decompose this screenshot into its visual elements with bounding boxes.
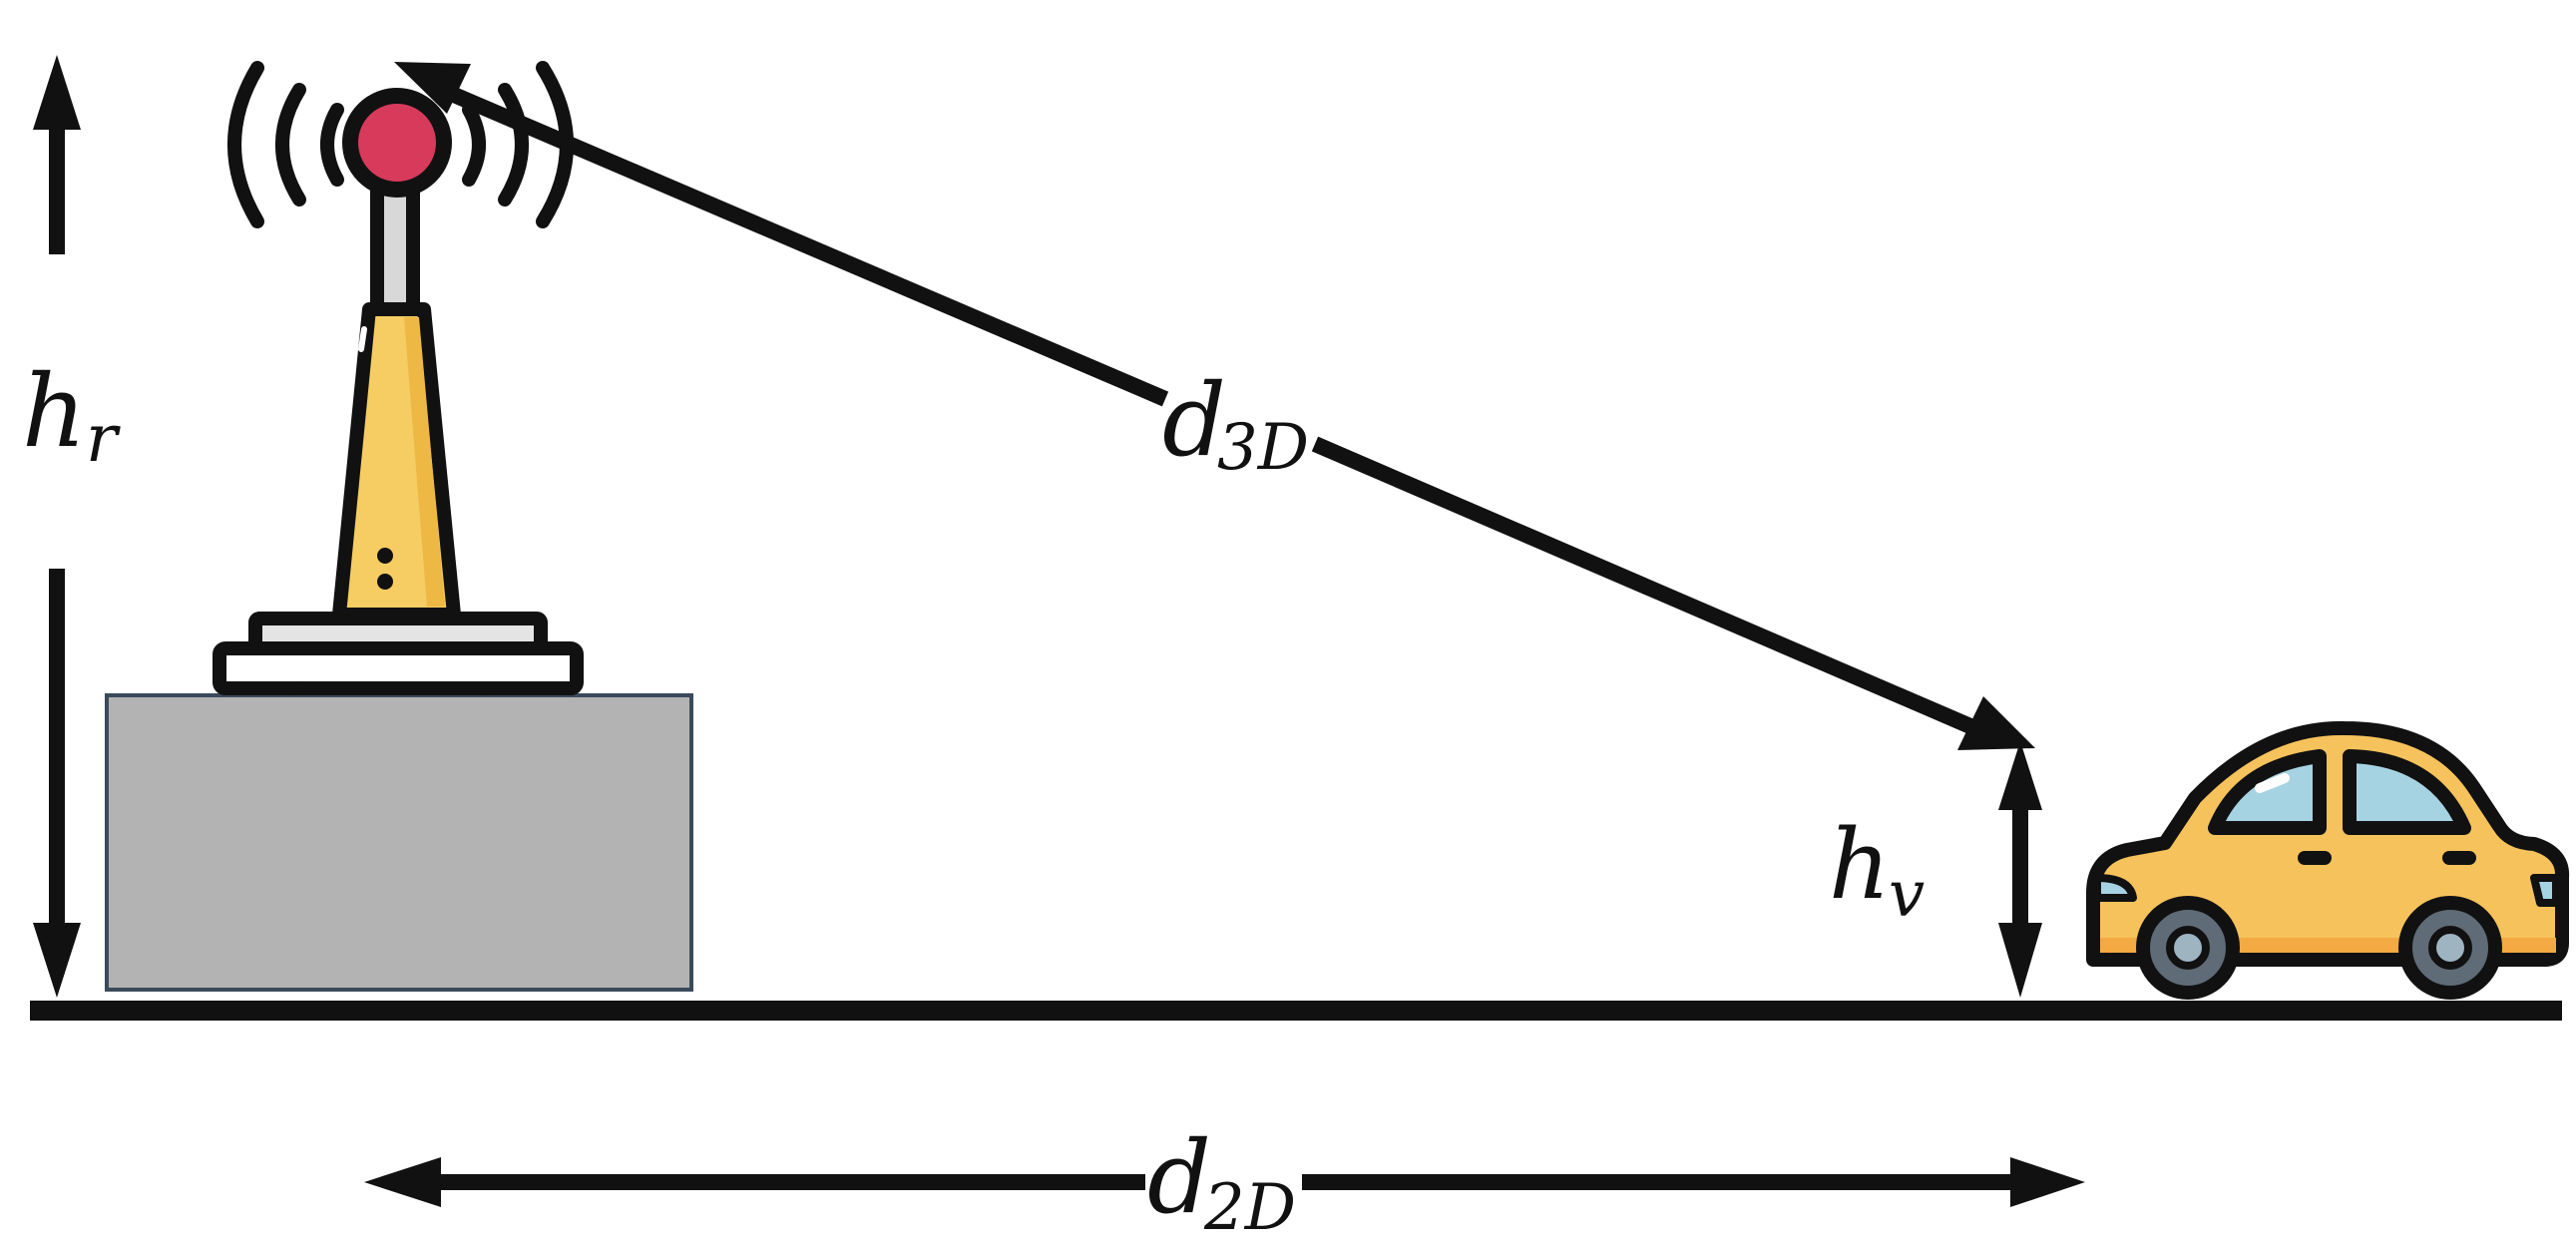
d-2d-arrow bbox=[364, 1157, 2085, 1207]
h-v-arrow bbox=[1998, 741, 2042, 998]
radio-tower-icon bbox=[213, 61, 584, 695]
d-3d-arrow bbox=[394, 62, 2035, 750]
svg-text:d: d bbox=[1147, 1119, 1211, 1236]
svg-text:v: v bbox=[1889, 858, 1925, 932]
label-h-r: h r bbox=[22, 353, 121, 477]
svg-text:h: h bbox=[1829, 809, 1891, 921]
svg-text:r: r bbox=[86, 400, 121, 477]
label-h-v: h v bbox=[1829, 809, 1925, 932]
building-block bbox=[105, 693, 693, 992]
svg-text:2D: 2D bbox=[1203, 1171, 1296, 1245]
car-icon bbox=[2086, 720, 2570, 1000]
svg-text:3D: 3D bbox=[1217, 411, 1309, 485]
label-d-2d: d 2D bbox=[1147, 1119, 1296, 1245]
svg-text:d: d bbox=[1162, 362, 1226, 479]
svg-text:h: h bbox=[22, 353, 86, 470]
label-d-3d: d 3D bbox=[1162, 362, 1309, 485]
h-r-arrow bbox=[33, 55, 81, 998]
